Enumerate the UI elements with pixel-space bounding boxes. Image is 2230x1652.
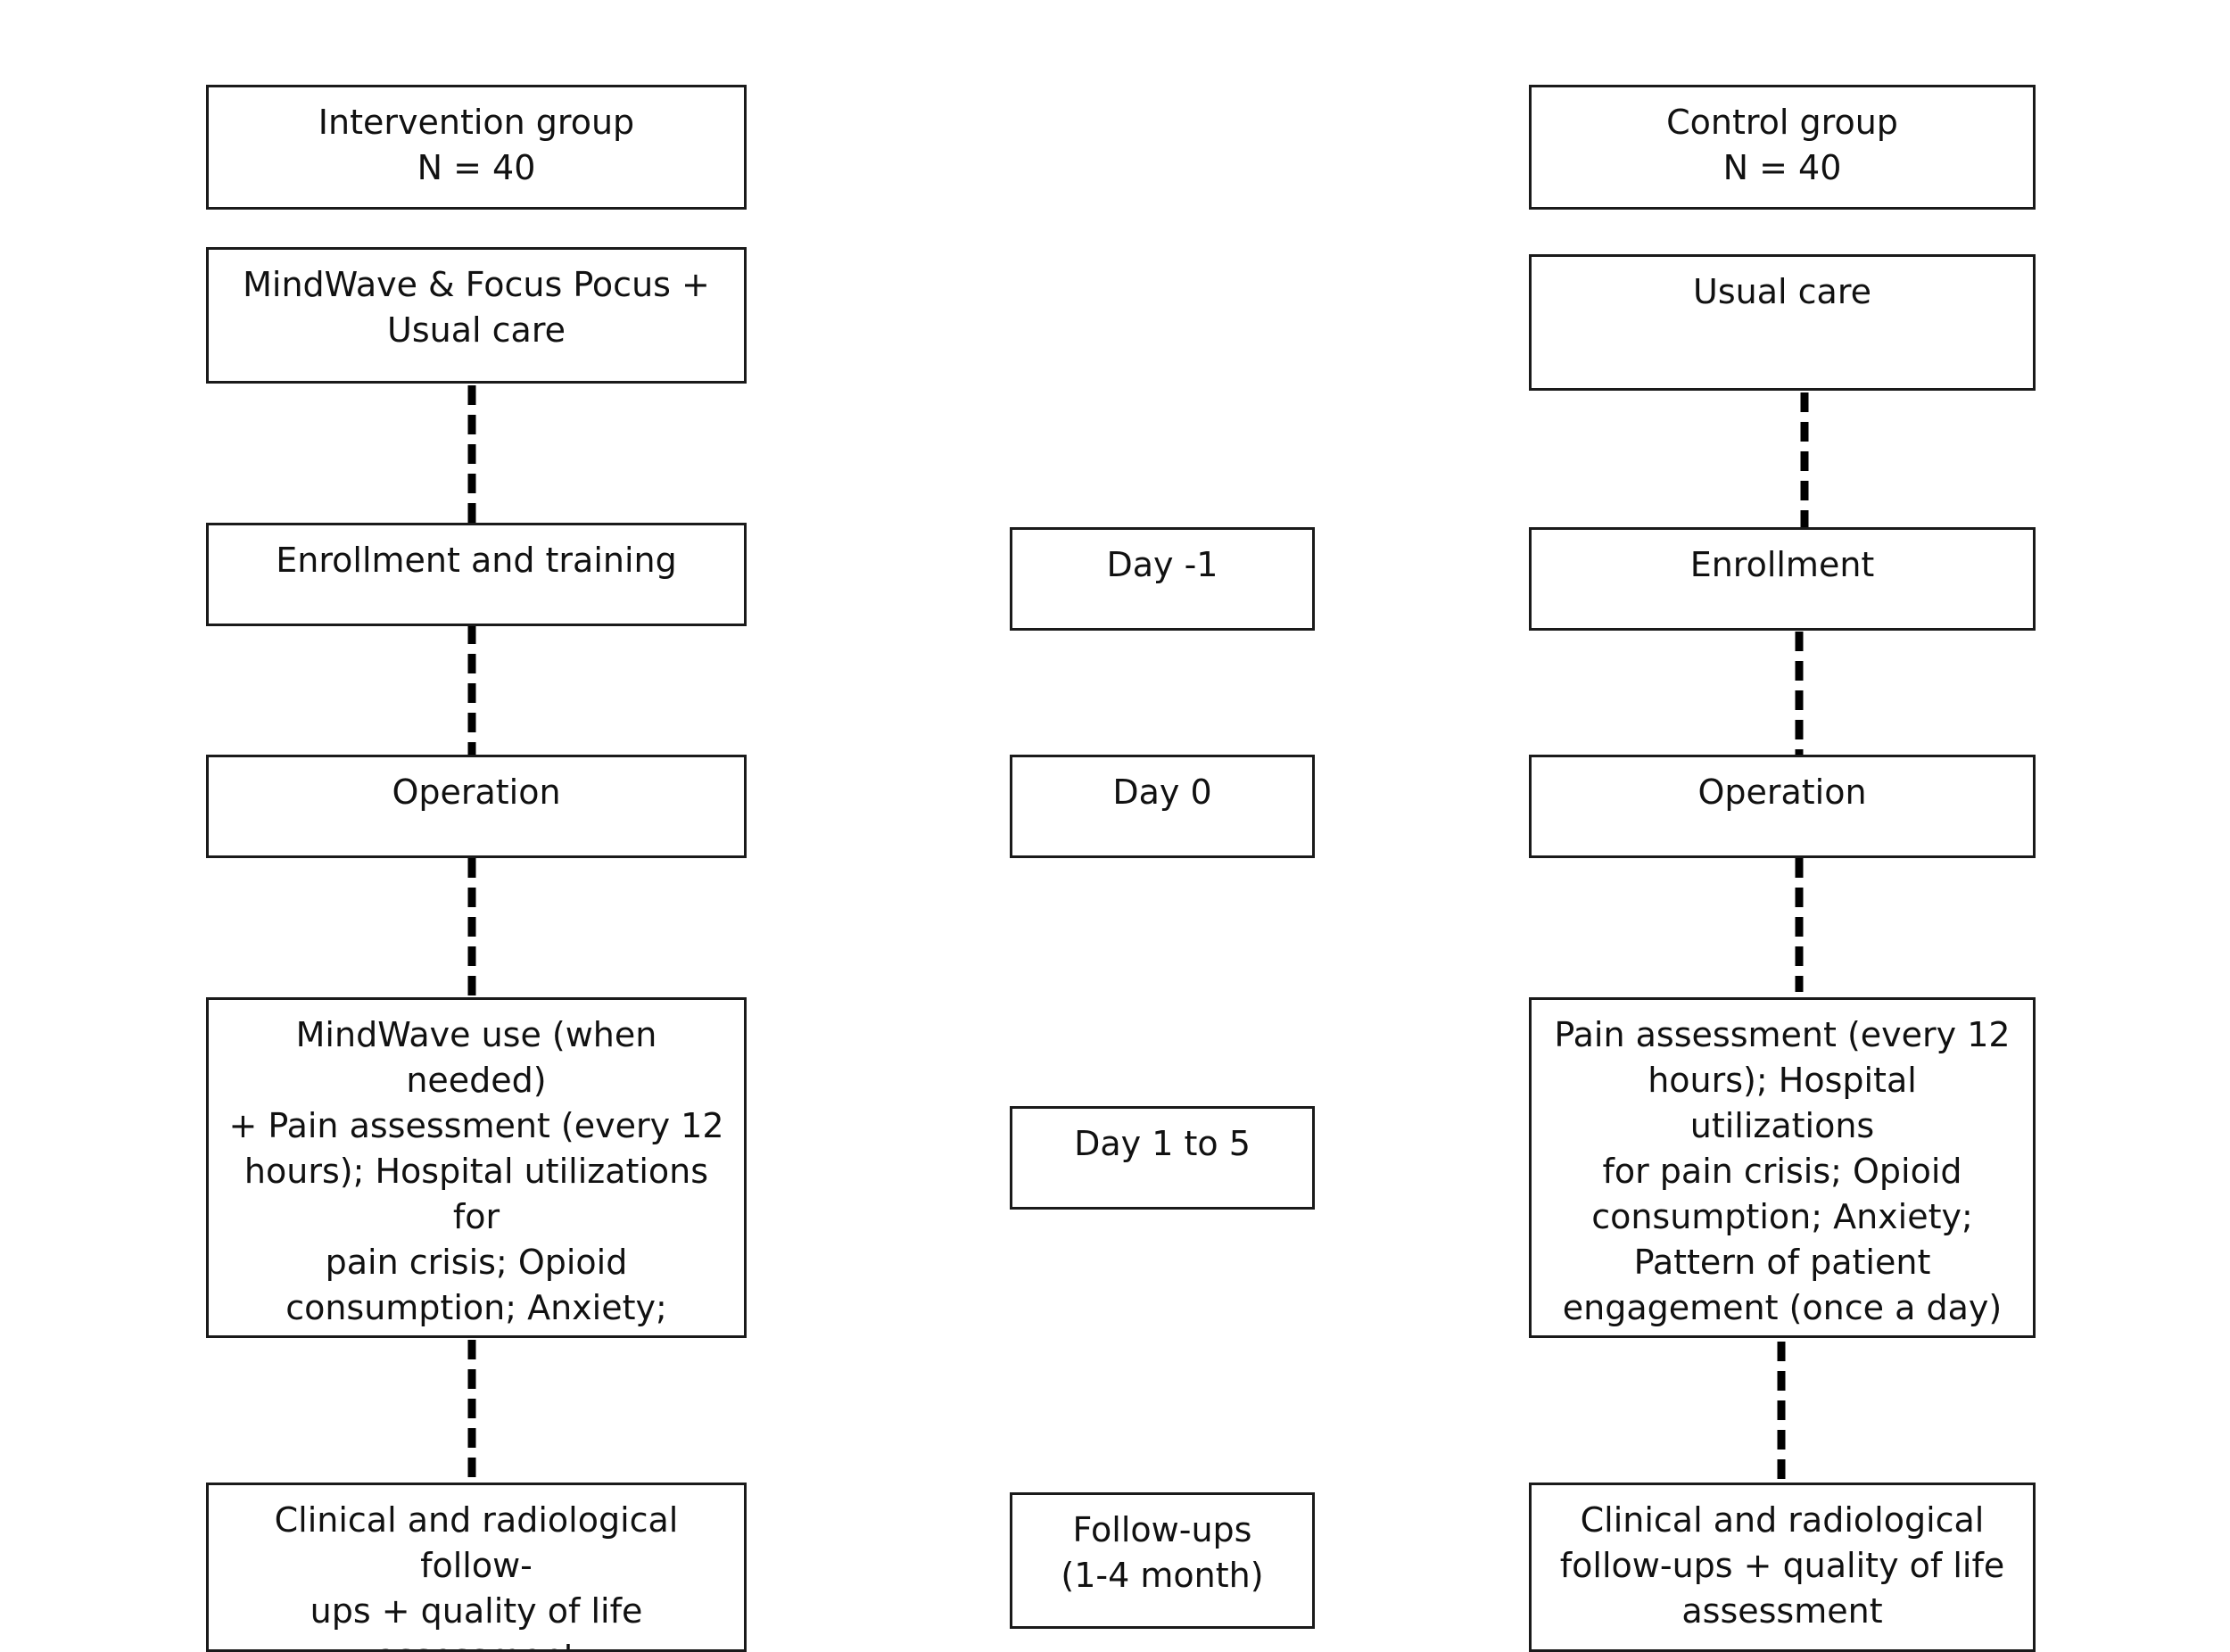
intervention-followup-box: Clinical and radiological follow- ups + … [206,1483,747,1652]
control-daily-label: Pain assessment (every 12 hours); Hospit… [1554,1015,2011,1327]
intervention-treatment-label: MindWave & Focus Pocus + Usual care [243,265,710,350]
intervention-enrollment-label: Enrollment and training [276,541,677,580]
control-enrollment-label: Enrollment [1689,545,1875,584]
control-followup-box: Clinical and radiological follow-ups + q… [1529,1483,2036,1652]
timeline-day-0-label: Day 0 [1112,772,1212,812]
intervention-enrollment-box: Enrollment and training [206,523,747,626]
intervention-followup-label: Clinical and radiological follow- ups + … [274,1500,679,1649]
timeline-day-1-5-box: Day 1 to 5 [1010,1106,1315,1210]
timeline-day-minus-1-box: Day -1 [1010,527,1315,631]
intervention-operation-box: Operation [206,755,747,858]
control-group-box: Control group N = 40 [1529,85,2036,210]
timeline-day-minus-1-label: Day -1 [1106,545,1218,584]
intervention-operation-label: Operation [392,772,561,812]
control-group-label: Control group N = 40 [1666,103,1898,187]
intervention-daily-label: MindWave use (when needed) + Pain assess… [228,1015,724,1335]
control-operation-box: Operation [1529,755,2036,858]
control-treatment-label: Usual care [1693,272,1871,311]
timeline-day-1-5-label: Day 1 to 5 [1074,1124,1251,1163]
intervention-group-box: Intervention group N = 40 [206,85,747,210]
timeline-followups-box: Follow-ups (1-4 month) [1010,1492,1315,1629]
control-enrollment-box: Enrollment [1529,527,2036,631]
control-daily-box: Pain assessment (every 12 hours); Hospit… [1529,997,2036,1338]
control-operation-label: Operation [1697,772,1867,812]
timeline-day-0-box: Day 0 [1010,755,1315,858]
intervention-treatment-box: MindWave & Focus Pocus + Usual care [206,247,747,384]
timeline-followups-label: Follow-ups (1-4 month) [1061,1510,1264,1595]
intervention-group-label: Intervention group N = 40 [318,103,635,187]
control-followup-label: Clinical and radiological follow-ups + q… [1559,1500,2005,1631]
control-treatment-box: Usual care [1529,254,2036,391]
intervention-daily-box: MindWave use (when needed) + Pain assess… [206,997,747,1338]
